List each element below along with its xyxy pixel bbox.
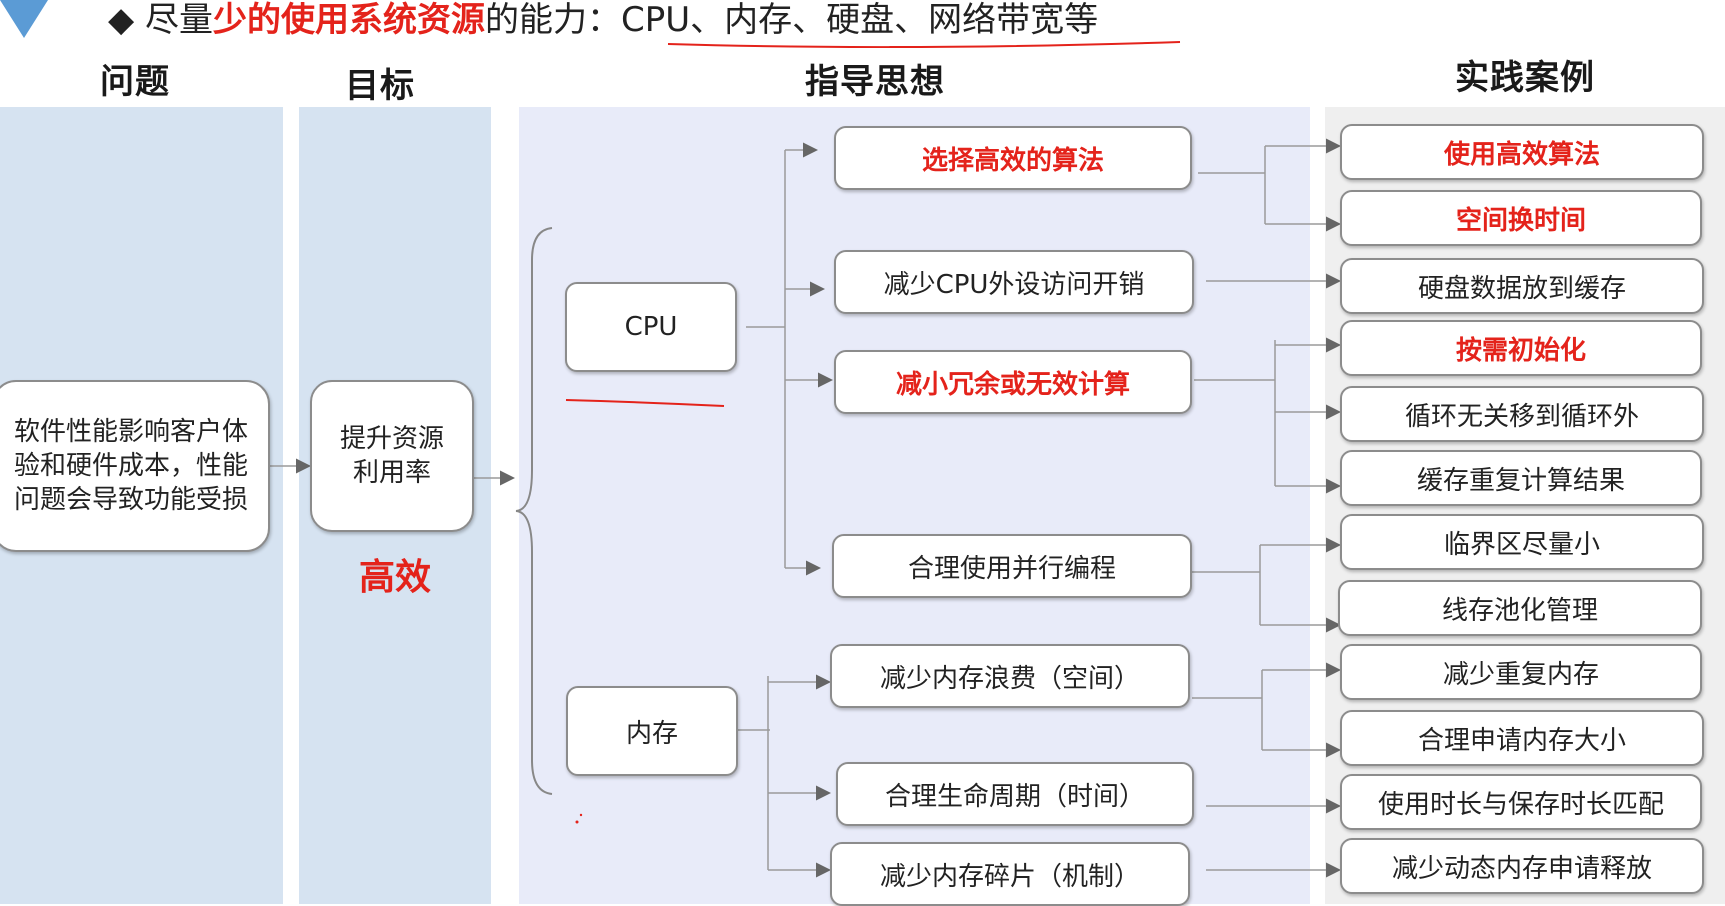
header-guidance: 指导思想 [805,62,945,102]
practice-item: 减少动态内存申请释放 [1340,838,1704,894]
practice-item: 缓存重复计算结果 [1340,450,1702,506]
header-goal: 目标 [345,66,415,106]
category-cpu: CPU [565,282,737,372]
guidance-item: 选择高效的算法 [834,126,1192,190]
slide-title: ◆ 尽量少的使用系统资源的能力：CPU、内存、硬盘、网络带宽等 [108,0,1099,40]
cpu-underline [565,399,725,407]
guidance-item: 合理使用并行编程 [832,534,1192,598]
guidance-item: 合理生命周期（时间） [836,762,1194,826]
header-practice: 实践案例 [1455,58,1595,98]
goal-box: 提升资源利用率 [310,380,474,532]
guidance-item: 减少CPU外设访问开销 [834,250,1194,314]
practice-item: 减少重复内存 [1340,644,1702,700]
header-problem: 问题 [100,62,170,102]
title-underline [667,41,1181,49]
practice-item: 临界区尽量小 [1340,514,1704,570]
practice-item: 硬盘数据放到缓存 [1340,258,1704,314]
goal-tag: 高效 [358,557,431,598]
practice-item: 合理申请内存大小 [1340,710,1704,766]
guidance-item: 减少内存碎片（机制） [830,842,1190,906]
category-memory: 内存 [566,686,738,776]
problem-box: 软件性能影响客户体验和硬件成本，性能问题会导致功能受损 [0,380,270,552]
practice-item: 循环无关移到循环外 [1340,386,1704,442]
practice-item: 按需初始化 [1340,320,1702,376]
goal-text: 提升资源利用率 [339,424,444,488]
problem-text: 软件性能影响客户体验和硬件成本，性能问题会导致功能受损 [13,417,248,515]
title-resources: CPU、内存、硬盘、网络带宽等 [620,0,1099,40]
practice-item: 线存池化管理 [1338,580,1702,636]
guidance-item: 减少内存浪费（空间） [830,644,1190,708]
practice-item: 空间换时间 [1340,190,1702,246]
slide-corner-marker [0,0,48,38]
bullet-icon: ◆ [108,0,135,40]
guidance-item: 减小冗余或无效计算 [834,350,1192,414]
practice-item: 使用时长与保存时长匹配 [1340,774,1702,830]
practice-item: 使用高效算法 [1340,124,1704,180]
